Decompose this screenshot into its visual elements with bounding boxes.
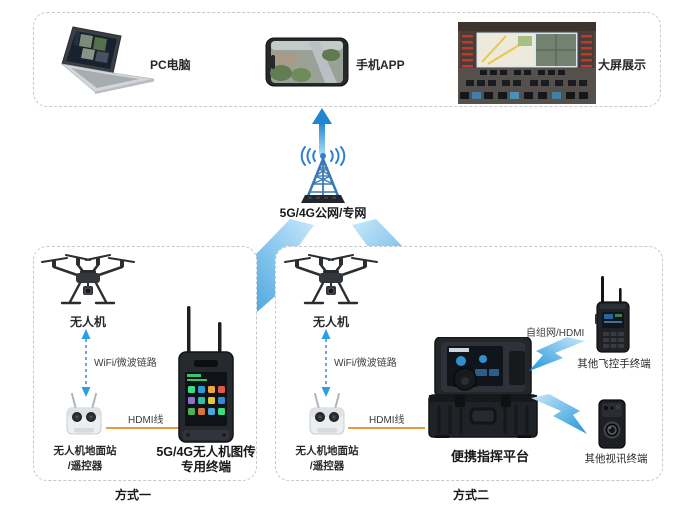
video-terminal-label: 其他视讯终端 xyxy=(584,453,648,465)
wifi-dashed-arrow-icon xyxy=(321,329,331,397)
drone-icon xyxy=(41,254,135,305)
phone-icon xyxy=(265,37,349,87)
controller-icon xyxy=(66,393,102,435)
drone-label-m2: 无人机 xyxy=(312,315,349,329)
drone-label-m1: 无人机 xyxy=(69,315,106,329)
hdmi-label-m1: HDMI线 xyxy=(128,415,164,426)
command-case-icon xyxy=(428,337,538,438)
bodycam-icon xyxy=(598,399,626,449)
wifi-link-label-m2: WiFi/微波链路 xyxy=(334,358,397,369)
ground-station-line2: /遥控器 xyxy=(309,460,345,472)
network-label: 5G/4G公网/专网 xyxy=(279,206,367,220)
control-room-image xyxy=(458,22,596,104)
controller-icon xyxy=(309,393,345,435)
ground-station-line2: /遥控器 xyxy=(67,460,103,472)
ground-station-label-m2: 无人机地面站 /遥控器 xyxy=(289,444,365,474)
hdmi-cable-m2 xyxy=(348,427,425,429)
terminal-icon xyxy=(178,306,234,443)
ground-station-label-m1: 无人机地面站 /遥控器 xyxy=(47,444,123,474)
drone-icon xyxy=(284,254,378,305)
method1-caption: 方式一 xyxy=(114,488,151,502)
terminal-label-line2: 专用终端 xyxy=(180,460,231,474)
laptop-icon xyxy=(60,26,155,94)
terminal-label-line1: 5G/4G无人机图传 xyxy=(156,445,256,459)
ground-station-line1: 无人机地面站 xyxy=(53,445,117,457)
ground-station-line1: 无人机地面站 xyxy=(295,445,359,457)
network-tower-icon xyxy=(300,146,346,203)
big-screen-label: 大屏展示 xyxy=(598,58,647,72)
handheld-radio-icon xyxy=(595,276,630,353)
pc-label: PC电脑 xyxy=(150,58,191,72)
handheld-terminal-label: 其他飞控手终端 xyxy=(577,358,651,370)
wifi-link-label-m1: WiFi/微波链路 xyxy=(94,358,157,369)
adhoc-label: 自组网/HDMI xyxy=(526,328,585,339)
platform-label: 便携指挥平台 xyxy=(450,449,529,464)
up-arrow-icon xyxy=(312,108,332,154)
wifi-dashed-arrow-icon xyxy=(81,329,91,397)
hdmi-cable-m1 xyxy=(106,427,179,429)
hdmi-label-m2: HDMI线 xyxy=(369,415,405,426)
method2-caption: 方式二 xyxy=(452,488,489,502)
lightning-bolt-adhoc-icon xyxy=(529,337,585,371)
phone-app-label: 手机APP xyxy=(356,58,405,72)
terminal-label-m1: 5G/4G无人机图传 专用终端 xyxy=(146,445,266,475)
lightning-bolt-video-icon xyxy=(531,394,587,434)
